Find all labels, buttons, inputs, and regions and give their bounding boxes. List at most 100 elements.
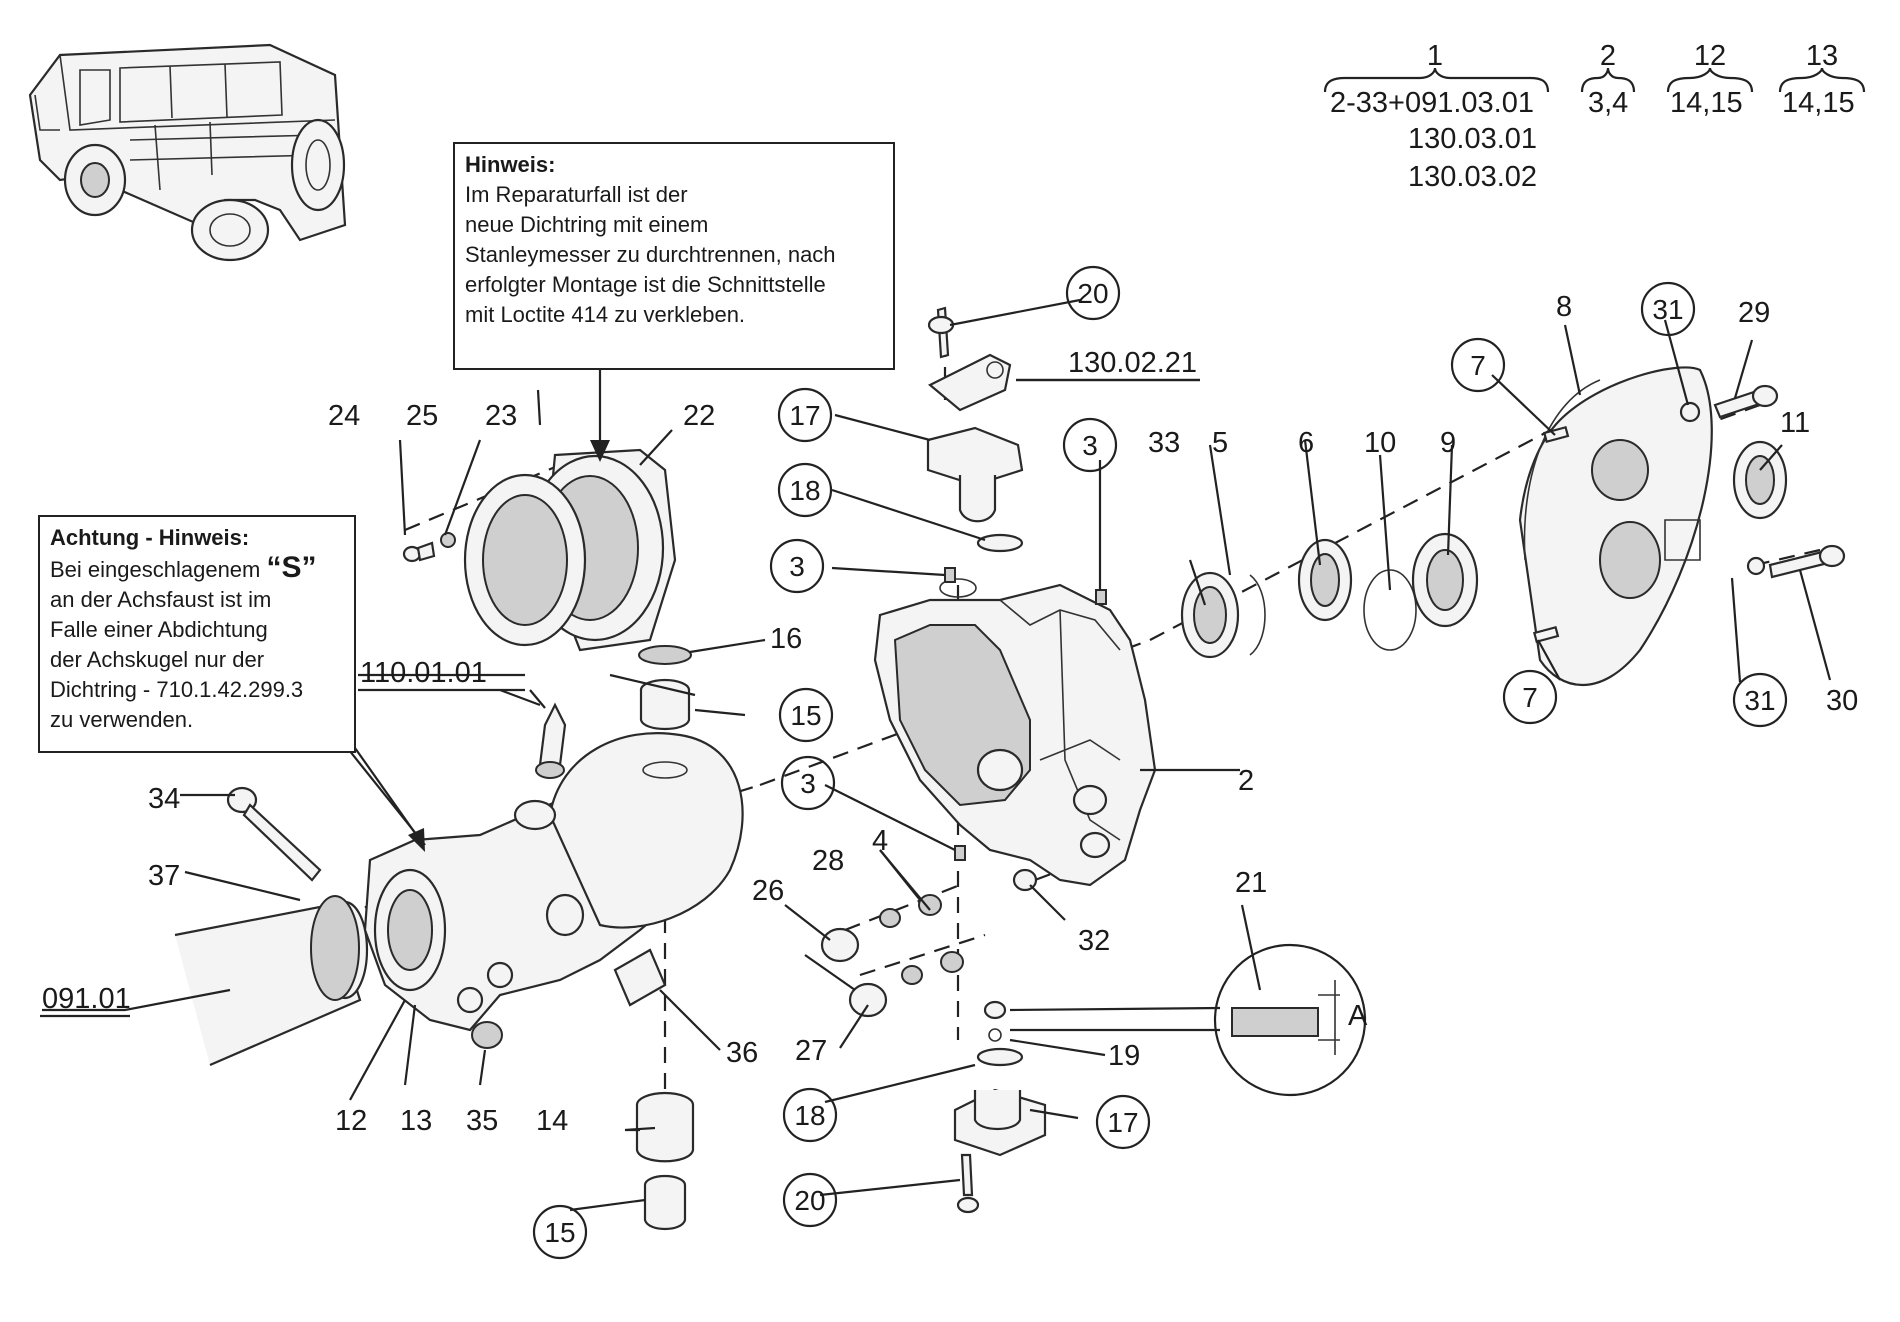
vehicle-thumbnail	[28, 43, 347, 262]
ref-130-02-21: 130.02.21	[1068, 347, 1197, 379]
detail-21: A	[1213, 943, 1368, 1097]
dowel-pin-top	[1542, 425, 1570, 444]
circled-18-top: 18	[777, 462, 833, 518]
svg-text:17: 17	[1107, 1107, 1138, 1138]
label-12: 12	[335, 1105, 367, 1137]
label-6: 6	[1298, 427, 1314, 459]
achtung-line-3: Falle einer Abdichtung	[50, 617, 268, 642]
label-16: 16	[770, 623, 802, 655]
plug-36	[613, 948, 667, 1007]
oil-seal-and-screws	[1679, 384, 1846, 579]
circled-17-bottom: 17	[1095, 1094, 1151, 1150]
svg-text:17: 17	[789, 400, 820, 431]
hinweis-line-2: neue Dichtring mit einem	[465, 212, 709, 237]
svg-text:18: 18	[789, 475, 820, 506]
drain-plugs	[820, 868, 1038, 1018]
bushing-upper	[638, 645, 692, 730]
hinweis-line-5: mit Loctite 414 zu verkleben.	[465, 302, 746, 327]
legend-group-4-item-1: 14,15	[1782, 87, 1855, 119]
svg-text:31: 31	[1652, 294, 1683, 325]
label-36: 36	[726, 1037, 758, 1069]
hinweis-note: Hinweis: Im Reparaturfall ist der neue D…	[453, 142, 895, 370]
label-5: 5	[1212, 427, 1228, 459]
label-4: 4	[872, 825, 888, 857]
legend-group-4-num: 13	[1806, 40, 1838, 72]
legend-group-1-item-1: 2-33+091.03.01	[1330, 87, 1534, 119]
circled-labels: 20 17 18 3 3 3 15 7 7 31 31 18 17 20 15	[532, 265, 1788, 1260]
achtung-line-1: Bei eingeschlagenem “S”	[50, 551, 317, 584]
svg-text:20: 20	[1077, 278, 1108, 309]
circled-15-lower: 15	[532, 1204, 588, 1260]
svg-text:3: 3	[789, 551, 805, 582]
svg-text:15: 15	[790, 700, 821, 731]
hinweis-line-4: erfolgter Montage ist die Schnittstelle	[465, 272, 826, 297]
dowel-pin-bottom	[1532, 625, 1560, 644]
lower-flange-assembly	[953, 1000, 1047, 1214]
pin-3a	[944, 567, 956, 583]
ref-091-01: 091.01	[42, 983, 131, 1015]
achtung-line-2: an der Achsfaust ist im	[50, 587, 272, 612]
note-arrows	[354, 370, 610, 852]
bushing-lower	[635, 1091, 695, 1231]
legend-group-2-num: 2	[1600, 40, 1616, 72]
reference-labels: 110.01.01 091.01 130.02.21	[40, 347, 1200, 1018]
circled-31-bottom: 31	[1732, 672, 1788, 728]
legend-group-3-num: 12	[1694, 40, 1726, 72]
gear-housing	[873, 578, 1157, 887]
svg-text:18: 18	[794, 1100, 825, 1131]
achtung-note: Achtung - Hinweis: Bei eingeschlagenem “…	[38, 515, 356, 753]
achtung-line-5: Dichtring - 710.1.42.299.3	[50, 677, 304, 702]
legend: 1 2-33+091.03.01 130.03.01 130.03.02 2 3…	[1323, 40, 1866, 193]
label-21: 21	[1235, 867, 1267, 899]
label-8: 8	[1556, 291, 1572, 323]
dimension-a-label: A	[1348, 1000, 1368, 1032]
label-30: 30	[1826, 685, 1858, 717]
circled-7-bottom: 7	[1502, 669, 1558, 725]
circled-3-a: 3	[769, 538, 825, 594]
label-2: 2	[1238, 765, 1254, 797]
svg-text:7: 7	[1470, 350, 1486, 381]
svg-text:3: 3	[1082, 430, 1098, 461]
nut-35	[471, 1021, 503, 1049]
svg-text:31: 31	[1744, 685, 1775, 716]
label-10: 10	[1364, 427, 1396, 459]
legend-group-1-item-2: 130.03.01	[1408, 123, 1537, 155]
legend-group-1-item-3: 130.03.02	[1408, 161, 1537, 193]
label-29: 29	[1738, 297, 1770, 329]
bolt-34	[226, 786, 322, 882]
circled-15-upper: 15	[778, 687, 834, 743]
label-14: 14	[536, 1105, 568, 1137]
axle-tube	[174, 895, 369, 1067]
svg-text:7: 7	[1522, 682, 1538, 713]
label-11: 11	[1780, 407, 1810, 439]
bearings	[1180, 532, 1479, 659]
upper-flange-assembly	[926, 306, 1024, 553]
circled-7-top: 7	[1450, 337, 1506, 393]
label-32: 32	[1078, 925, 1110, 957]
label-35: 35	[466, 1105, 498, 1137]
seal-rings	[463, 448, 677, 652]
label-34: 34	[148, 783, 180, 815]
screw-24-washer-25	[402, 532, 456, 563]
ref-110-01-01: 110.01.01	[360, 657, 487, 689]
circled-3-b: 3	[1062, 417, 1118, 473]
leader-lines	[42, 298, 1832, 1212]
part-labels: 2 4 5 6 8 9 10 11 12 13 14 16 19 21 22 2…	[148, 291, 1858, 1137]
pin-3c	[954, 845, 966, 861]
label-28: 28	[812, 845, 844, 877]
label-27: 27	[795, 1035, 827, 1067]
axle-knuckle-housing	[363, 732, 744, 1032]
circled-31-top: 31	[1640, 281, 1696, 337]
label-13: 13	[400, 1105, 432, 1137]
circled-20-bottom: 20	[782, 1172, 838, 1228]
label-22: 22	[683, 400, 715, 432]
label-23: 23	[485, 400, 517, 432]
label-35-left: 37	[148, 860, 180, 892]
circled-18-bottom: 18	[782, 1087, 838, 1143]
achtung-line-4: der Achskugel nur der	[50, 647, 265, 672]
svg-text:20: 20	[794, 1185, 825, 1216]
svg-text:3: 3	[800, 768, 816, 799]
circled-3-c: 3	[780, 755, 836, 811]
legend-group-1-num: 1	[1427, 40, 1443, 72]
pin-3b	[1095, 589, 1107, 605]
